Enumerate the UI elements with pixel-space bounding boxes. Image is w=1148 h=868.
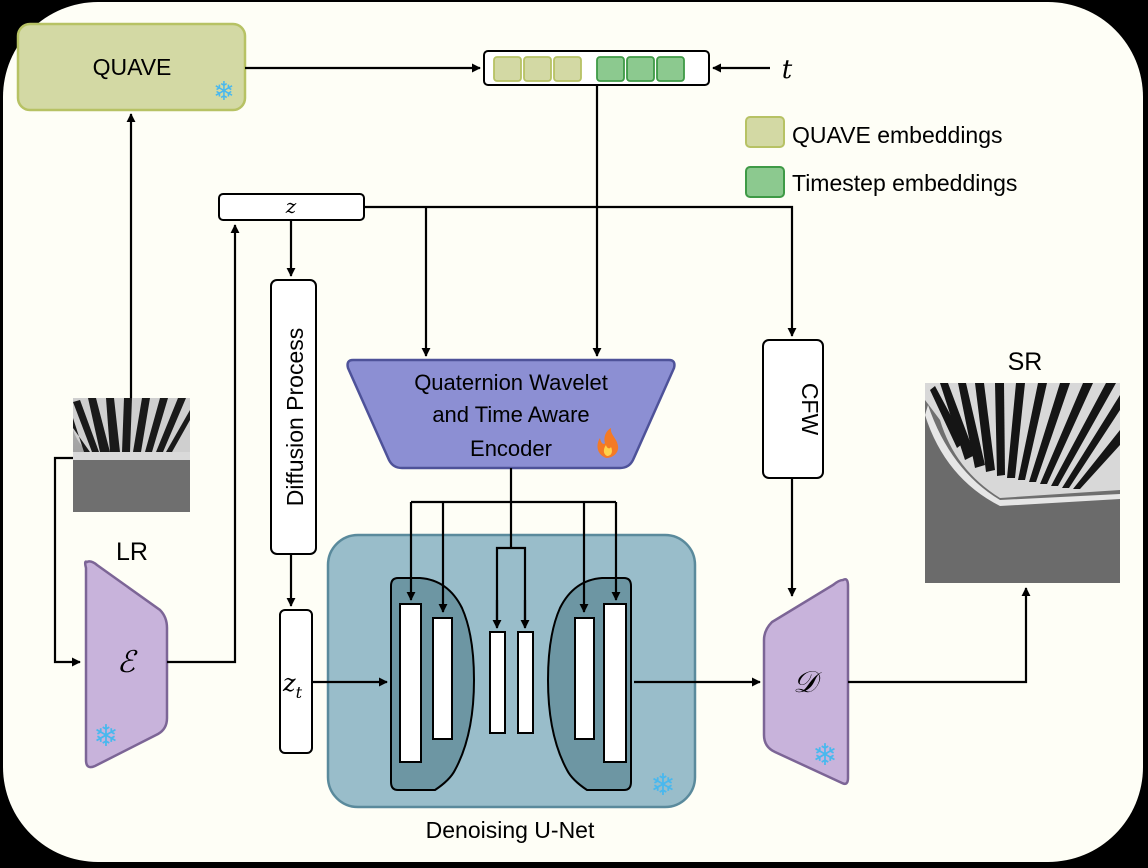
embedding-vector [483,50,710,86]
cfw-label: CFW [797,383,823,436]
unet-mid-block [517,631,534,734]
vae-decoder-shape [762,578,850,786]
snowflake-icon: ❄ [93,719,118,754]
unet-mid-block [489,631,506,734]
unet-container [326,533,697,809]
vae-encoder: ℰ ❄ [83,560,169,769]
unet-down-block [432,617,453,740]
diffusion-process-box [270,279,317,555]
quave-block: QUAVE ❄ [16,22,247,112]
legend-label-timestep: Timestep embeddings [792,170,1017,196]
vae-encoder-shape [83,560,169,769]
timestep-variable-t: t [782,55,793,85]
quave-embedding-cell [523,56,552,82]
legend-swatch-timestep [745,166,785,198]
vae-encoder-symbol: ℰ [117,645,138,680]
qwt-feature-mid-branch [495,546,527,627]
qwt-encoder-label-line1: Quaternion Wavelet [414,370,608,395]
snowflake-icon: ❄ [213,77,235,107]
vae-decoder: 𝒟 ❄ [762,578,850,786]
arrow-lr-to-vae-encoder [53,456,81,667]
legend-swatch-quave [745,116,785,148]
sr-label: SR [1008,348,1043,376]
legend-label-quave: QUAVE embeddings [792,122,1003,148]
unet-up-block [574,617,595,740]
qwt-encoder-label-line2: and Time Aware [432,402,589,427]
arrow-z-to-cfw [364,205,797,337]
quave-label: QUAVE [93,54,172,80]
fire-icon [597,428,619,458]
unet-up-block [603,603,627,763]
qwt-encoder-label-line3: Encoder [470,436,552,461]
connectors [53,63,1031,687]
quave-embedding-cell [493,56,522,82]
latent-z-label: z [285,194,297,218]
arrow-decoder-to-sr [848,587,1031,684]
timestep-embedding-cell [596,56,625,82]
legend: QUAVE embeddings Timestep embeddings [745,116,1017,198]
qwt-encoder: Quaternion Wavelet and Time Aware Encode… [346,358,676,470]
diffusion-process-label: Diffusion Process [282,328,308,507]
lr-image [73,398,190,512]
unet-down-block [399,603,422,763]
sr-image [925,383,1120,583]
unet-label: Denoising U-Net [426,817,595,843]
timestep-embedding-cell [656,56,685,82]
noisy-latent-zt-label: zt [282,669,303,702]
denoising-unet: ❄ [326,533,697,809]
qwt-encoder-shape [346,358,676,470]
lr-label: LR [116,538,148,566]
snowflake-icon: ❄ [812,738,837,773]
snowflake-icon: ❄ [650,768,675,803]
quave-embedding-cell [553,56,582,82]
timestep-embedding-cell [626,56,655,82]
arrow-encoder-to-z [167,224,240,664]
